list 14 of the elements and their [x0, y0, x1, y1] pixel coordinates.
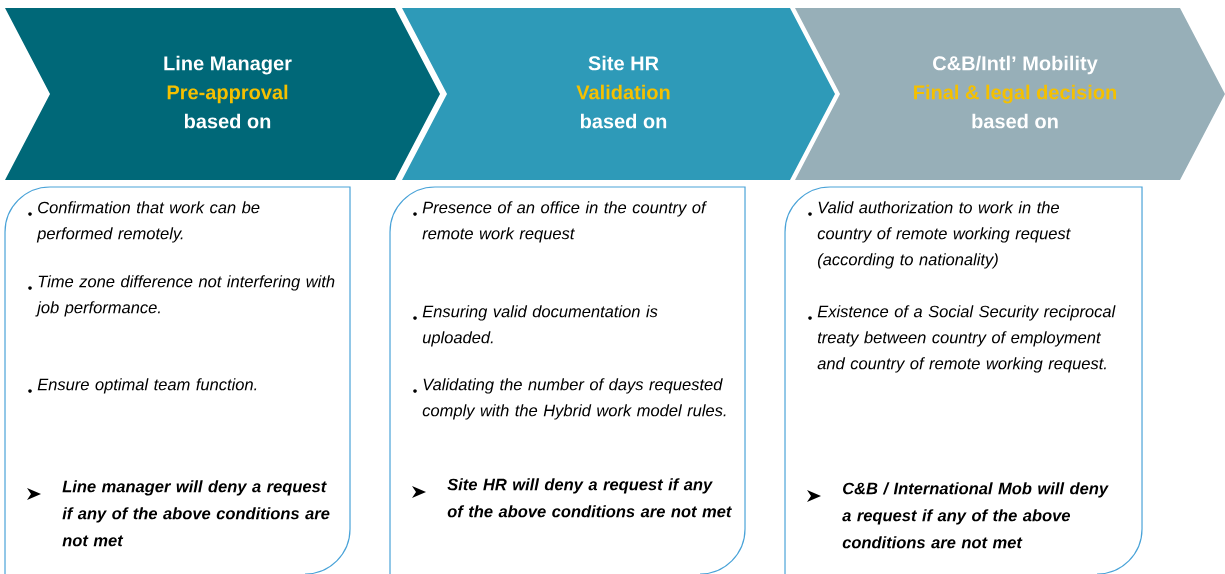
bullet-text: Existence of a Social Security reciprocal treaty between country of employment and country of remote working request.: [817, 305, 1116, 373]
bullet-text: Valid authorization to work in the country of remote working request (according to nationality): [817, 201, 1071, 269]
bullet-text: Ensure optimal team function.: [37, 378, 257, 394]
conclusion-text: Line manager will deny a request if any of the above conditions are not met: [62, 480, 330, 547]
chevron-box: Line Manager Pre-approval based on: [5, 8, 440, 180]
bullet-text: Ensuring valid documentation is uploaded.: [422, 305, 658, 347]
chevron-box: C&B/Intl’ Mobility Final & legal decision based on: [795, 8, 1225, 180]
bullet-text: Time zone difference not interfering with job performance.: [35, 275, 335, 317]
bullet-text: Validating the number of days requested comply with the Hybrid work model rules.: [422, 378, 726, 420]
conclusion-text: Site HR will deny a request if any of the above conditions are not met: [447, 478, 732, 518]
bullet-text: Presence of an office in the country of remote work request: [422, 201, 707, 243]
bullet-text: Confirmation that work can be performed remotely.: [36, 201, 260, 243]
chevron-box: Site HR Validation based on: [402, 8, 835, 180]
conclusion-text: C&B / International Mob will deny a request if any of the above conditions are not met: [842, 482, 1109, 549]
